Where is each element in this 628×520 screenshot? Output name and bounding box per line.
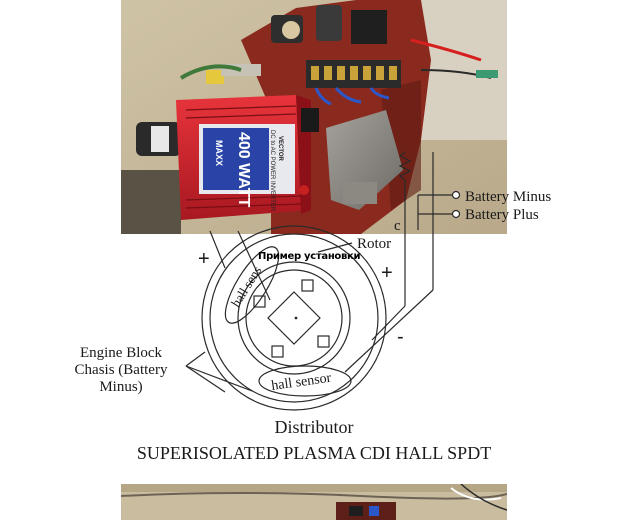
setup-photo-bottom (121, 484, 507, 520)
hall-sensor-bottom-label: hall sensor (270, 371, 332, 394)
battery-minus-label: Battery Minus (465, 189, 552, 205)
inverter-watts-text: 400 WATT (235, 132, 252, 208)
battery-plus-label: Battery Plus (465, 207, 539, 223)
installation-example-caption: Пример установки (258, 251, 361, 262)
plus-sign-right: + (381, 262, 393, 284)
rotor-label: Rotor (357, 236, 392, 252)
inverter-model-text: VECTOR (277, 136, 283, 162)
plus-sign-left: + (198, 248, 210, 270)
engine-block-label: Engine Block Chasis (Battery Minus) (74, 345, 168, 395)
minus-sign: - (397, 326, 404, 348)
partial-c-label: c (394, 218, 401, 234)
inverter-subtitle-text: DC to AC POWER INVERTER (269, 130, 275, 212)
inverter-brand-text: MAXX (214, 140, 224, 166)
diagram-title: SUPERISOLATED PLASMA CDI HALL SPDT (136, 443, 492, 463)
setup-photo: 400 WATT MAXX DC to AC POWER INVERTER VE… (121, 0, 507, 234)
distributor-label: Distributor (274, 417, 354, 437)
